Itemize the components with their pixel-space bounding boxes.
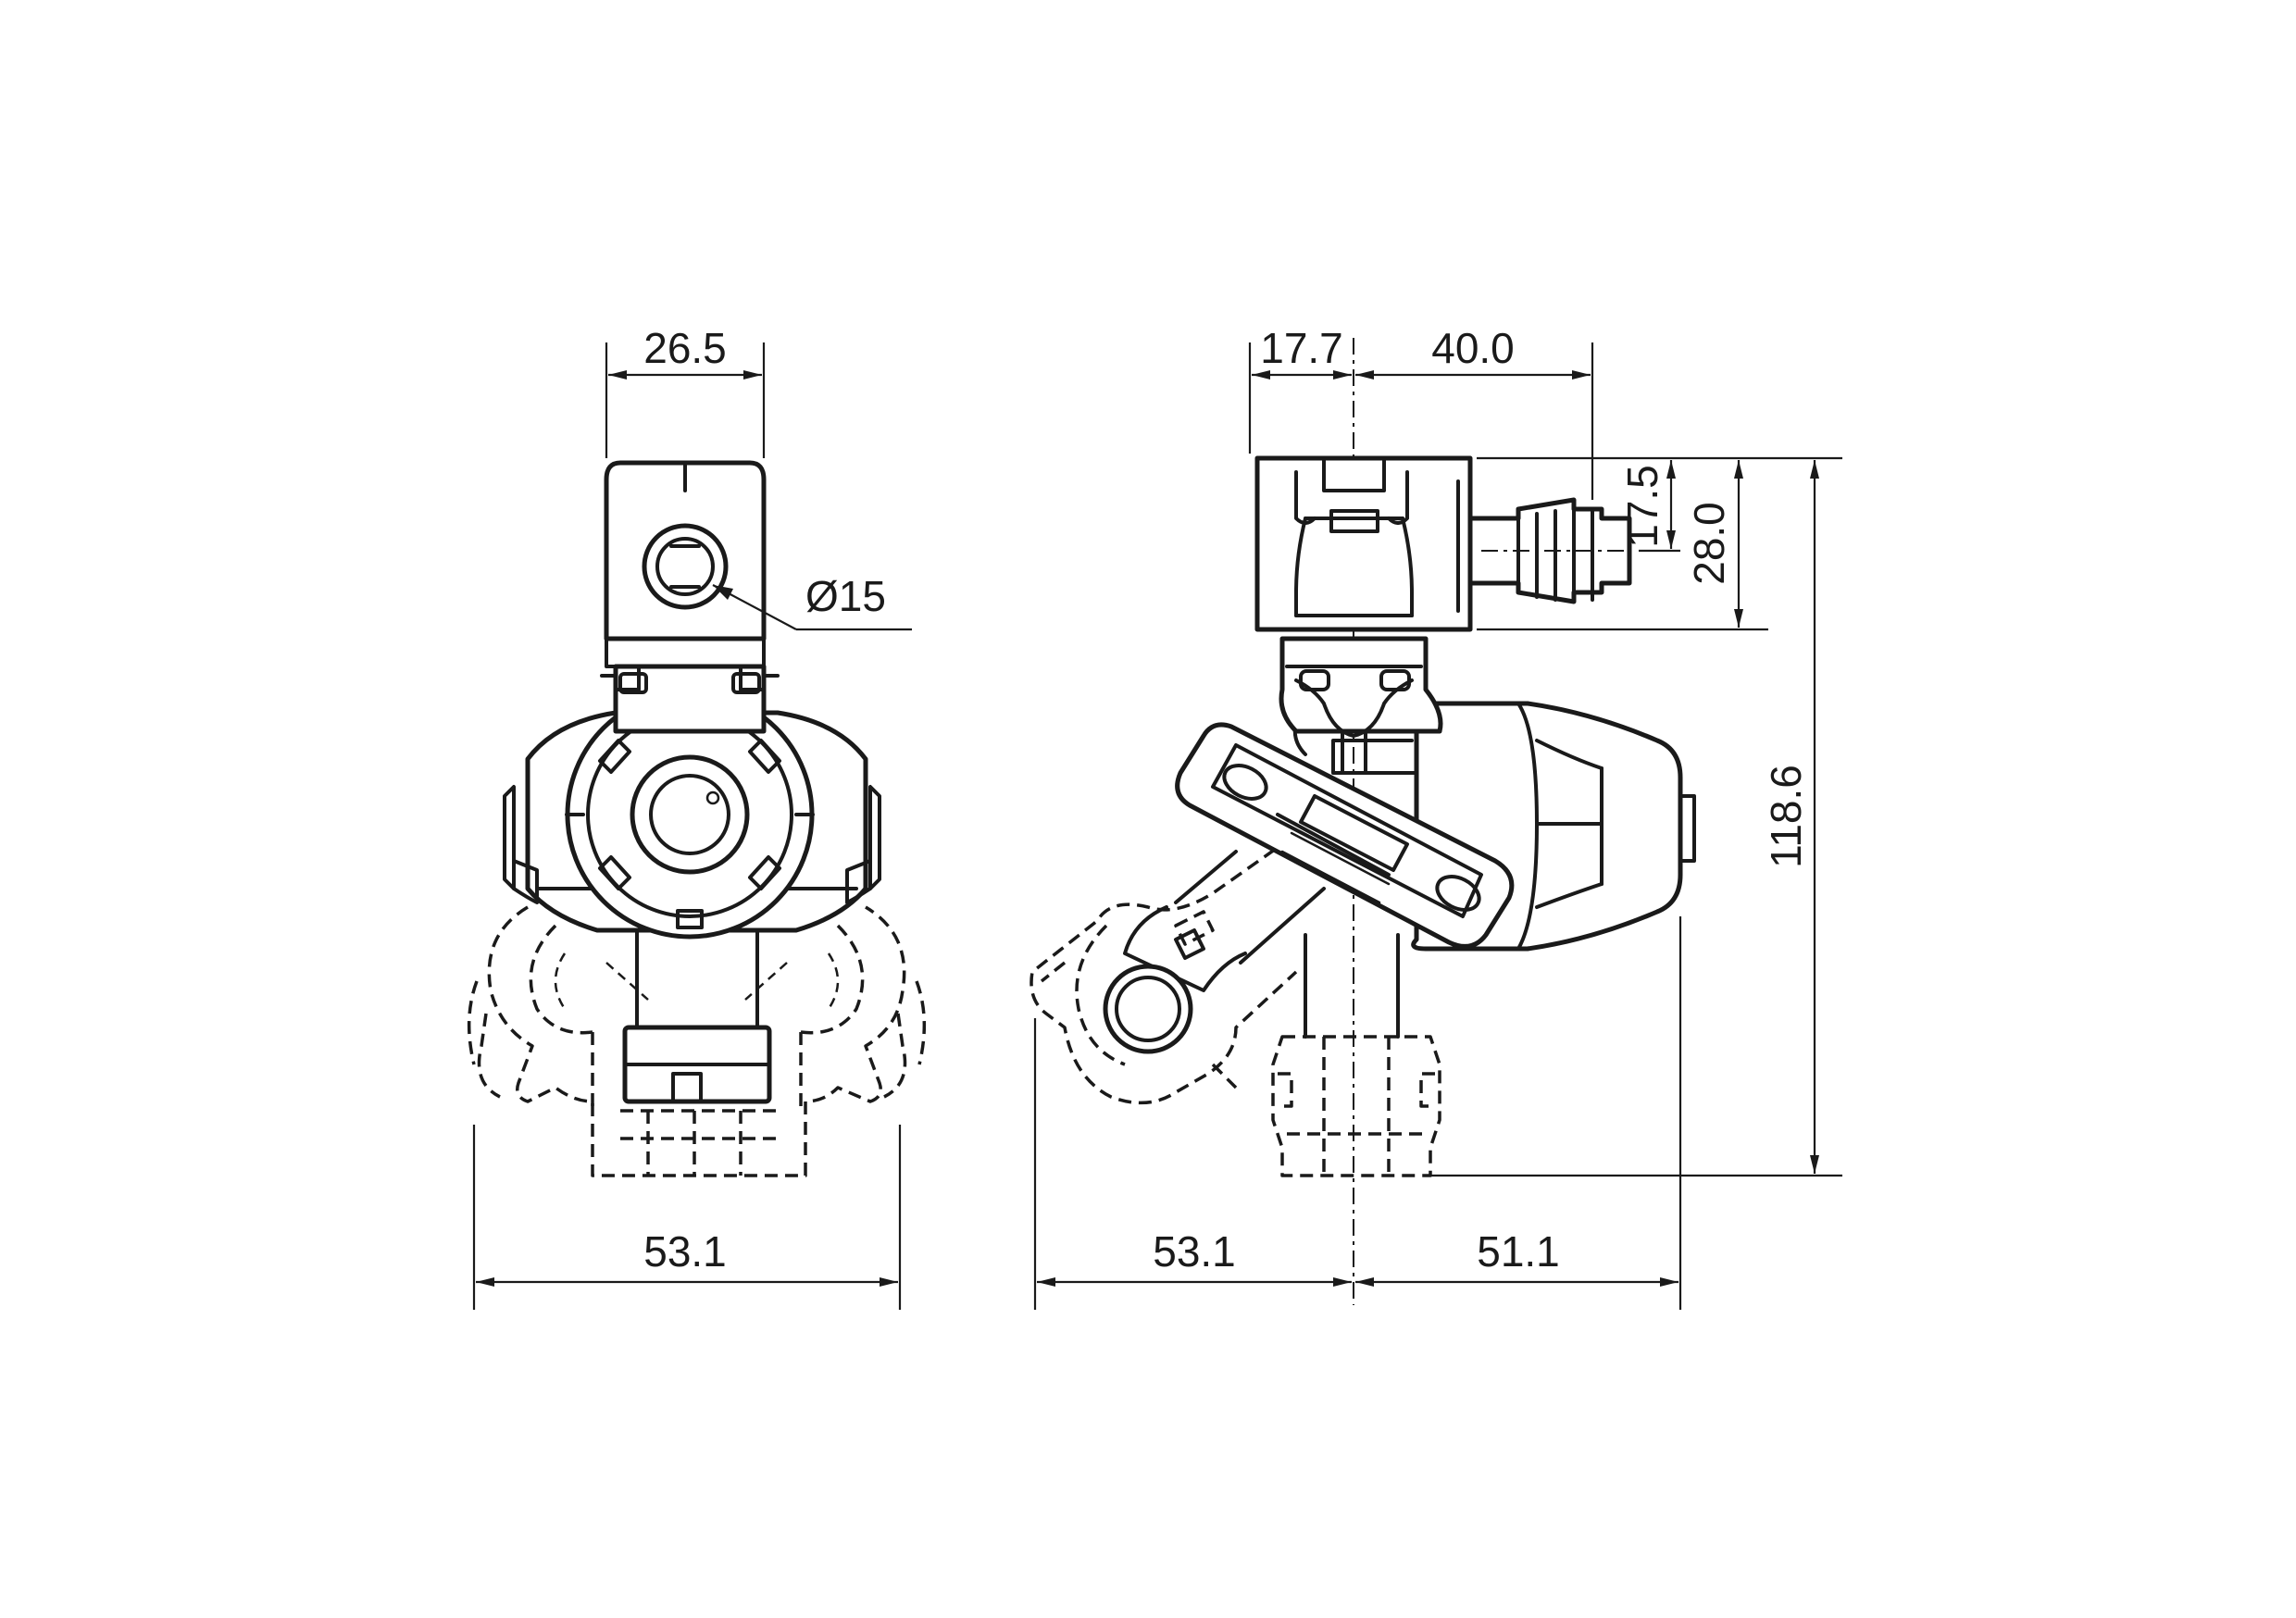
side-left-width-label: 53.1 xyxy=(1153,1227,1236,1276)
bore-diameter-label: Ø15 xyxy=(805,572,886,620)
side-angled-stem xyxy=(1103,850,1326,1054)
side-dim-right: 17.5 28.0 118.6 xyxy=(1430,456,1842,1177)
side-view: 17.7 40.0 17.5 28.0 118.6 53.1 51.1 xyxy=(1029,324,1842,1310)
side-lower-column xyxy=(1271,933,1441,1177)
front-dim-bore: Ø15 xyxy=(712,572,912,631)
front-inlet-block xyxy=(604,460,767,668)
side-offset-label: 17.7 xyxy=(1260,324,1343,372)
front-top-width-label: 26.5 xyxy=(643,324,727,372)
side-neck xyxy=(1279,636,1443,775)
front-dashed-outlet-body xyxy=(467,905,927,1177)
front-bottom-width-label: 53.1 xyxy=(643,1227,727,1276)
side-dim-bottom: 53.1 51.1 xyxy=(1033,916,1682,1310)
front-dim-bottom: 53.1 xyxy=(472,1125,902,1310)
front-center-column xyxy=(622,924,772,1104)
inlet-body-height-label: 28.0 xyxy=(1685,502,1733,585)
overall-height-label: 118.6 xyxy=(1762,765,1810,868)
inlet-center-height-label: 17.5 xyxy=(1618,465,1666,548)
side-clamp-plate xyxy=(1175,722,1515,949)
front-neck xyxy=(600,664,780,734)
front-nozzle-cap xyxy=(630,754,750,875)
front-dim-top: 26.5 xyxy=(605,324,766,458)
side-hose-barb xyxy=(1467,497,1632,604)
side-dim-top: 17.7 40.0 xyxy=(1248,324,1594,500)
inlet-length-label: 40.0 xyxy=(1431,324,1515,372)
side-right-width-label: 51.1 xyxy=(1477,1227,1560,1276)
front-view: 26.5 Ø15 53.1 xyxy=(467,324,927,1310)
side-inlet-block xyxy=(1254,455,1473,632)
